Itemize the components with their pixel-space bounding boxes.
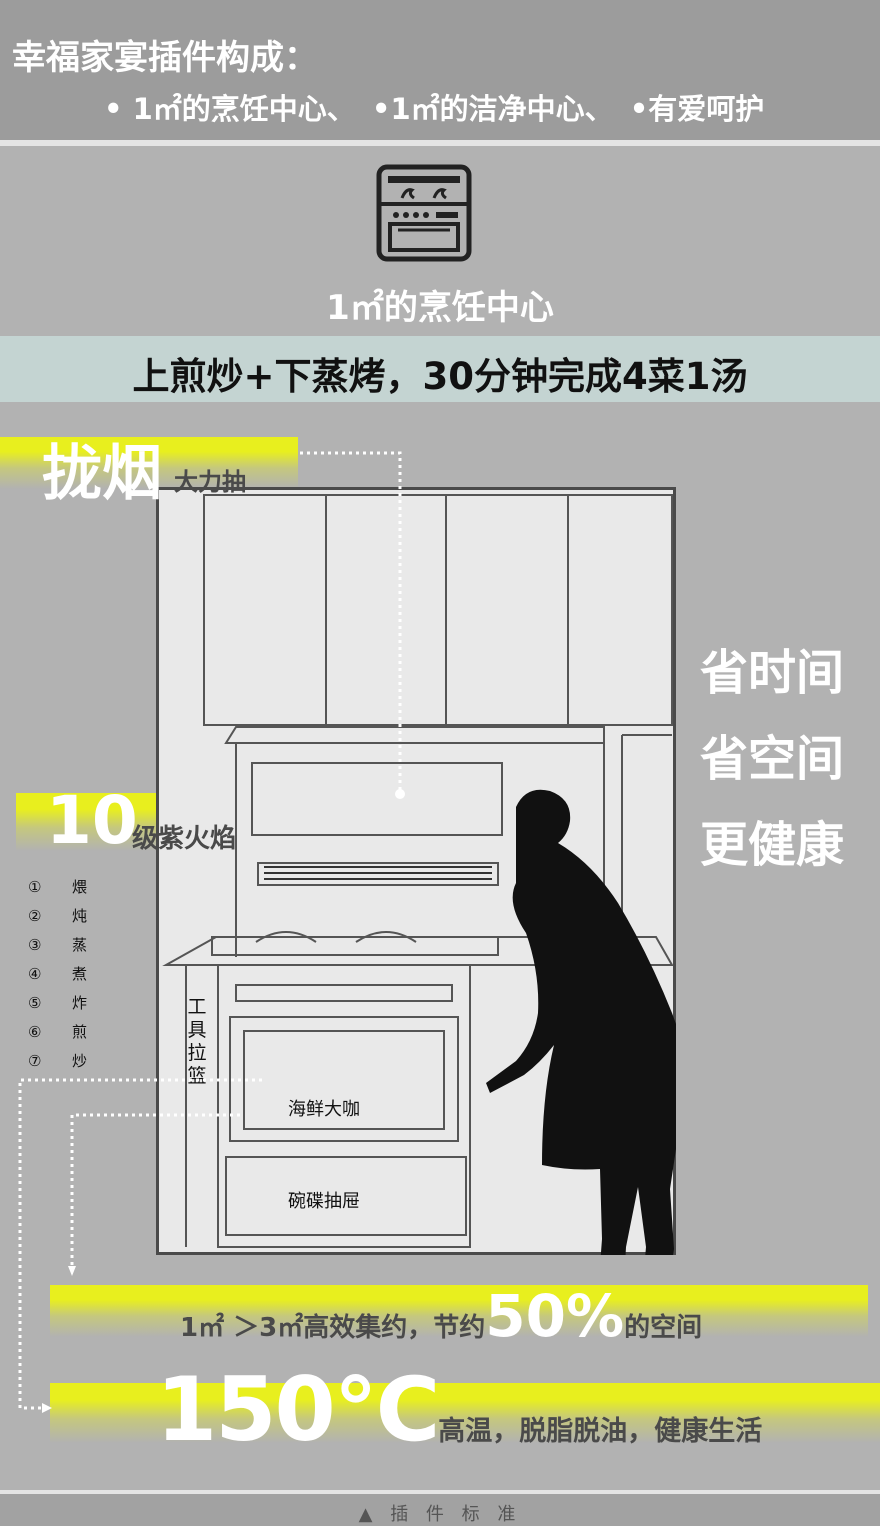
highlight-bar (50, 1383, 880, 1443)
kitchen-sketch (162, 494, 676, 1255)
feature-item: 省时间 (700, 645, 845, 701)
flame-level: 10 (46, 782, 138, 859)
flame-label: 级紫火焰 (132, 824, 237, 854)
feature-list: 省时间 省空间 更健康 (700, 640, 844, 898)
footer-label: ▲ 插 件 标 准 (358, 1504, 522, 1525)
tool-basket-label: 工具拉篮 (187, 996, 207, 1087)
hood-subtitle: 大力抽 (174, 468, 246, 496)
seafood-label: 海鲜大咖 (288, 1099, 360, 1120)
section-title: 1㎡的烹饪中心 (326, 288, 554, 328)
person-silhouette (486, 789, 676, 1255)
oven-icon (376, 164, 472, 262)
component-item: •1㎡的洁净中心、 (371, 92, 614, 126)
header-bar (0, 0, 880, 146)
feature-item: 更健康 (700, 817, 845, 873)
footer-bar (0, 1490, 880, 1526)
drawer-label: 碗碟抽屉 (288, 1191, 360, 1212)
component-list: • 1㎡的烹饪中心、 •1㎡的洁净中心、 •有爱呵护 (104, 86, 770, 128)
slogan-banner (0, 336, 880, 402)
highlight-bar (0, 437, 298, 489)
heat-line: 150℃高温，脱脂脱油，健康生活 (156, 1358, 763, 1461)
slogan-text: 上煎炒+下蒸烤，30分钟完成4菜1汤 (132, 355, 748, 398)
highlight-bar (50, 1285, 868, 1337)
component-item: •有爱呵护 (629, 92, 765, 126)
hood-title: 拢烟 (42, 439, 162, 509)
space-saving-line: 1㎡ ＞3㎡高效集约，节约50%的空间 (180, 1282, 703, 1350)
component-item: • 1㎡的烹饪中心、 (104, 92, 356, 126)
page-title: 幸福家宴插件构成： (12, 38, 318, 78)
feature-item: 省空间 (700, 731, 845, 787)
